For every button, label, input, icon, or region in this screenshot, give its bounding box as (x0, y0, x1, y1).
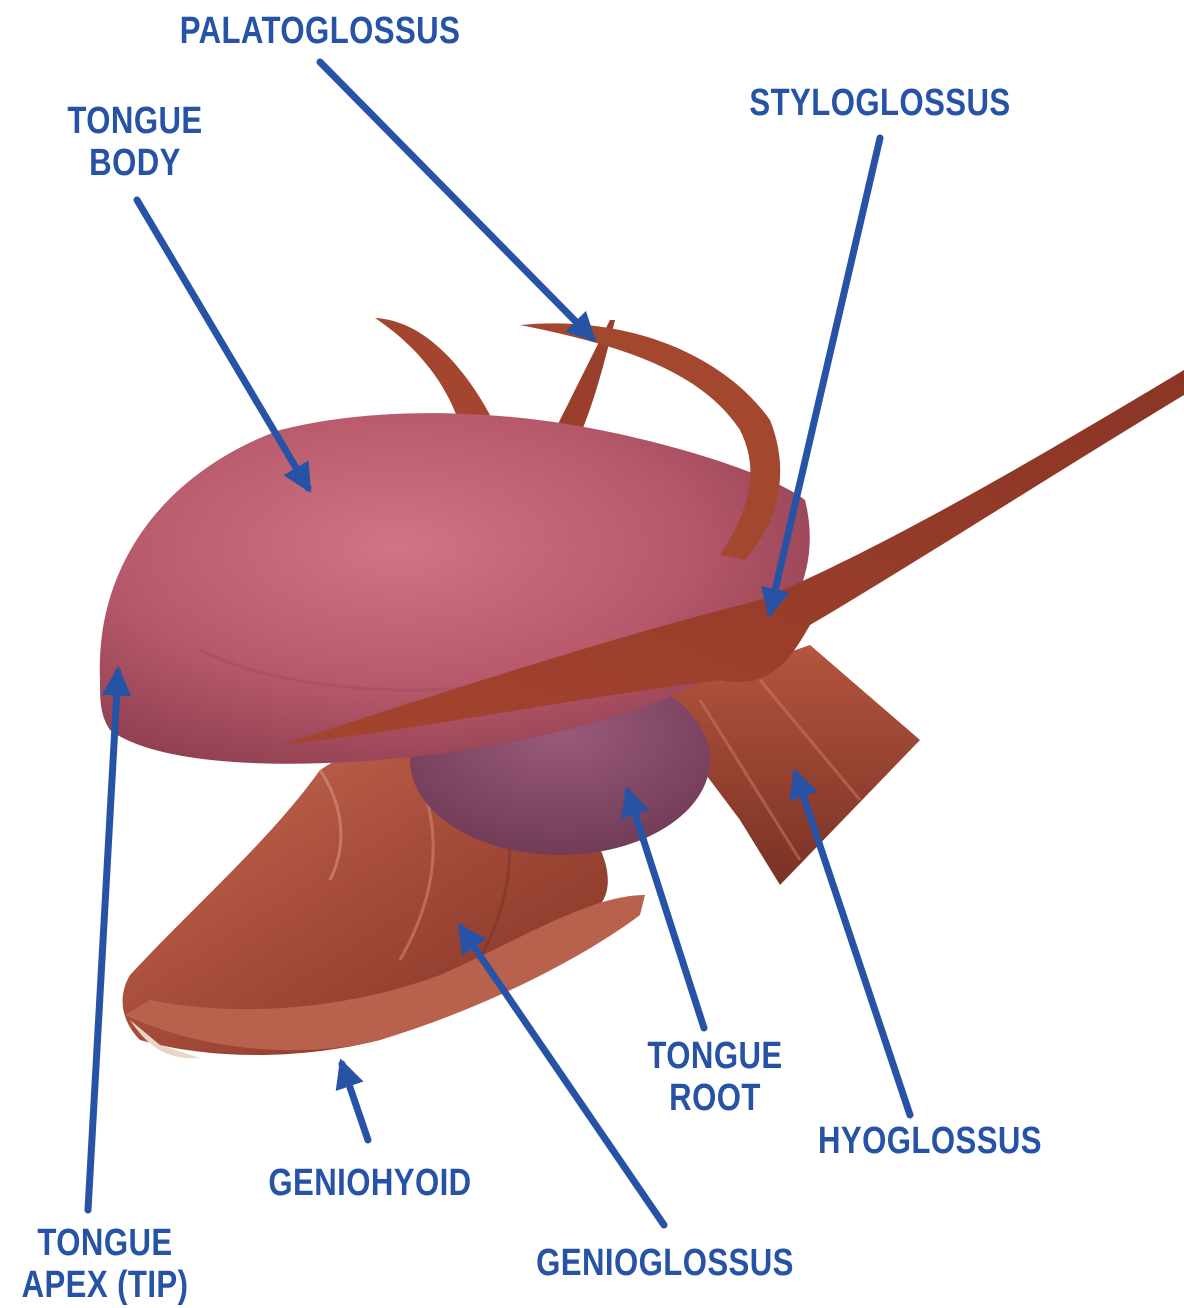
label-palatoglossus: PALATOGLOSSUS (156, 10, 484, 52)
label-geniohyoid: GENIOHYOID (239, 1162, 501, 1204)
arrow-hyoglossus (796, 774, 910, 1115)
label-tongue-apex: TONGUE APEX (TIP) (19, 1222, 191, 1306)
arrow-styloglossus (770, 138, 880, 612)
label-tongue-body: TONGUE BODY (37, 100, 234, 184)
arrow-tongue-apex (88, 672, 118, 1210)
label-styloglossus: STYLOGLOSSUS (724, 82, 1036, 124)
arrow-geniohyoid (342, 1064, 368, 1140)
arrow-tongue-body (137, 200, 308, 488)
label-hyoglossus: HYOGLOSSUS (791, 1120, 1070, 1162)
arrow-palatoglossus (320, 62, 592, 338)
label-tongue-root: TONGUE ROOT (621, 1035, 810, 1119)
label-genioglossus: GENIOGLOSSUS (522, 1242, 809, 1284)
